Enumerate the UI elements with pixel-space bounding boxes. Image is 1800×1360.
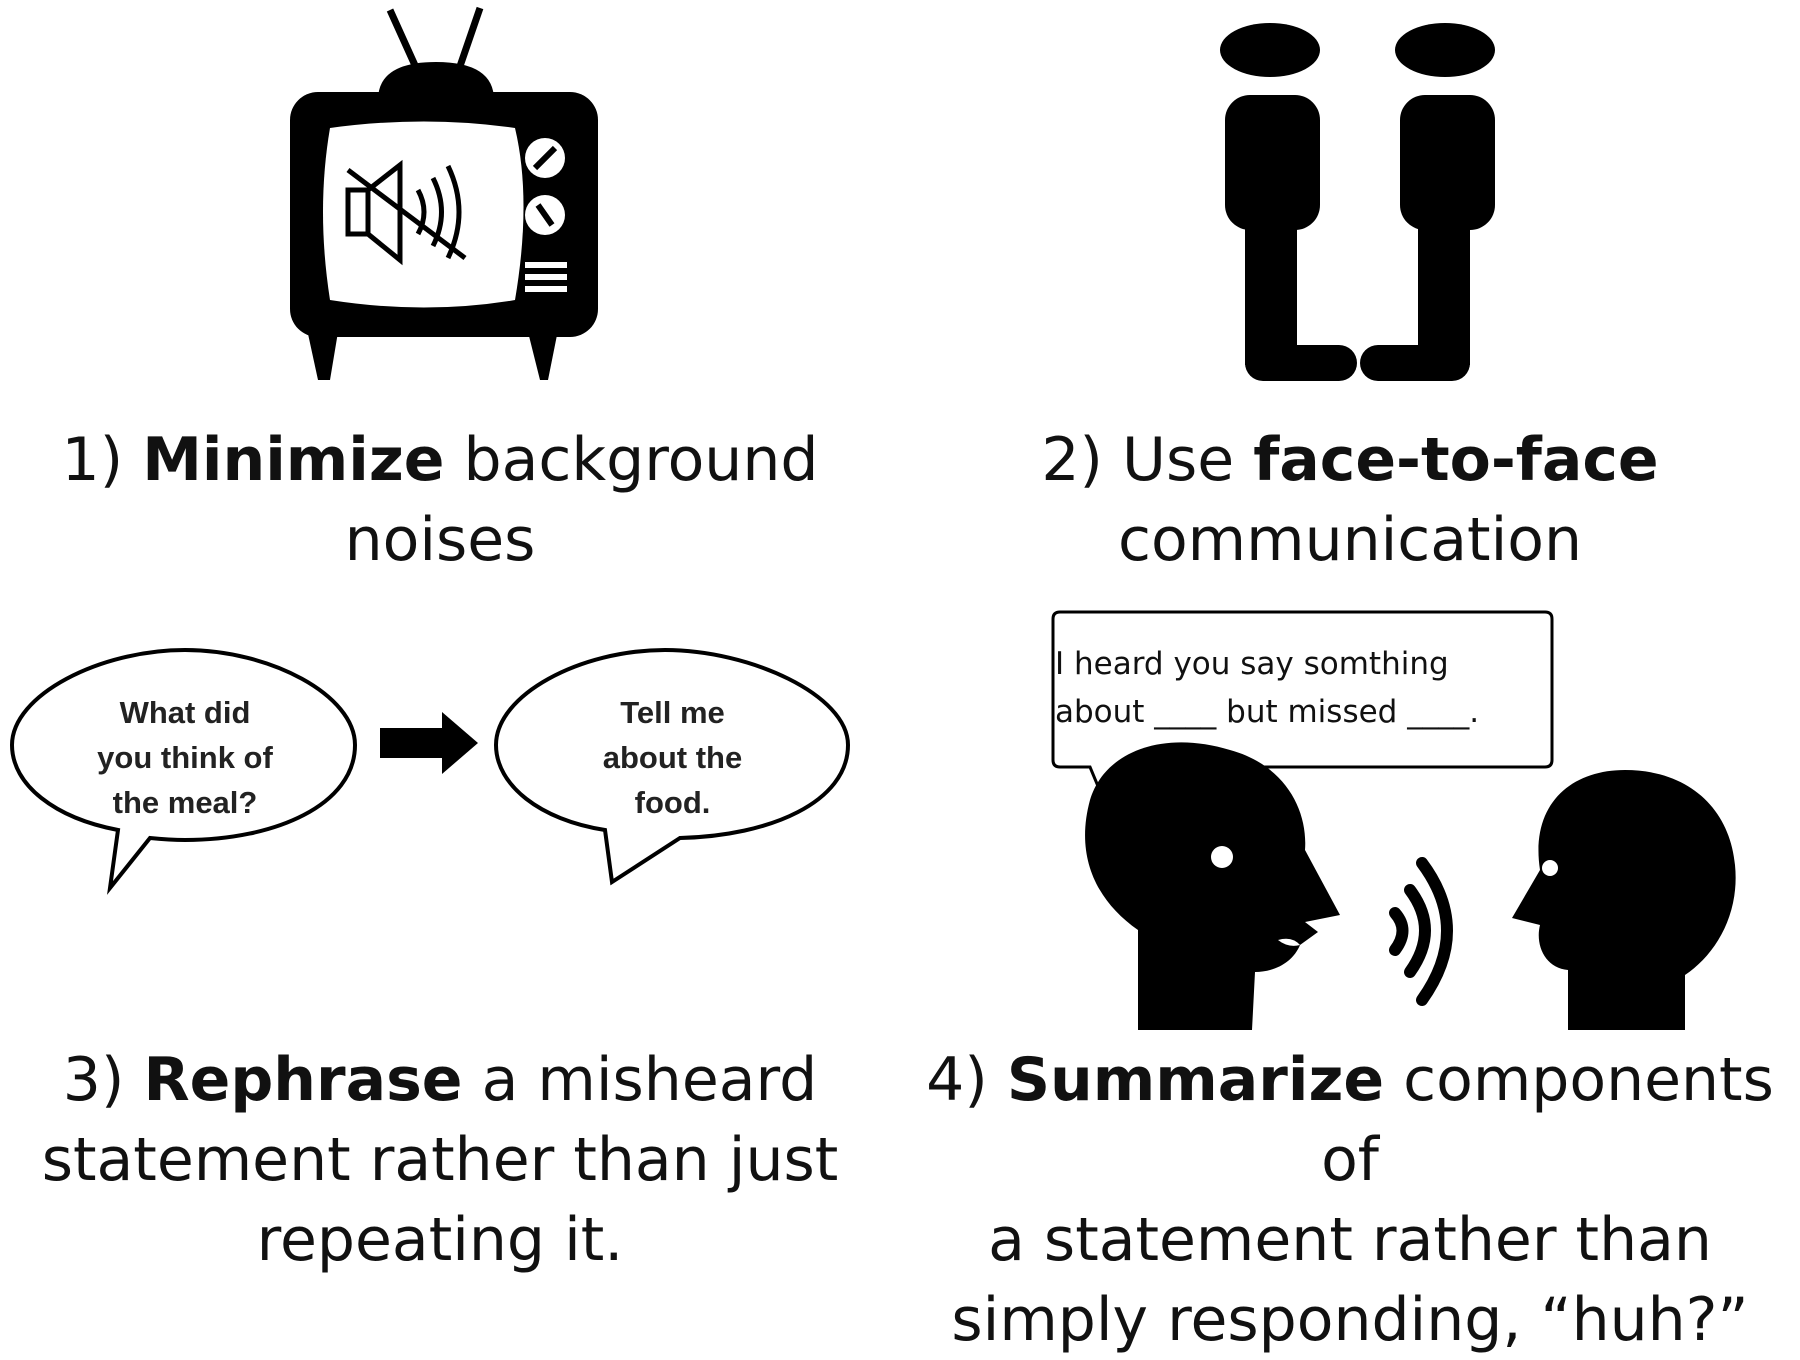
bubble-right-line: about the bbox=[602, 740, 743, 775]
caption-2: 2) Use face-to-face communication bbox=[900, 420, 1800, 580]
caption-3: 3) Rephrase a misheard statement rather … bbox=[0, 1040, 880, 1280]
caption-1-line-1: 1) Minimize background bbox=[61, 425, 819, 495]
caption-4-line-1: 4) Summarize components of bbox=[926, 1045, 1774, 1195]
caption-4-line-3: simply responding, “huh?” bbox=[951, 1285, 1749, 1355]
caption-3-line-2: statement rather than just bbox=[41, 1125, 839, 1195]
speech-line: I heard you say somthing bbox=[1055, 646, 1449, 682]
caption-4-bold: Summarize bbox=[1006, 1045, 1385, 1115]
caption-2-line-1: 2) Use face-to-face bbox=[1041, 425, 1659, 495]
bubble-left-text: What did you think of the meal? bbox=[55, 690, 315, 825]
bubble-right-text: Tell me about the food. bbox=[540, 690, 805, 825]
caption-3-line-1: 3) Rephrase a misheard bbox=[62, 1045, 818, 1115]
caption-3-bold: Rephrase bbox=[143, 1045, 463, 1115]
two-people-facing-icon bbox=[1220, 23, 1495, 381]
speech-box-text: I heard you say somthing about ____ but … bbox=[1055, 640, 1545, 736]
two-heads-talking-icon bbox=[1051, 610, 1736, 1030]
bubble-right-line: food. bbox=[634, 785, 711, 820]
caption-4-line-2: a statement rather than bbox=[988, 1205, 1712, 1275]
bubble-left-line: What did bbox=[119, 695, 251, 730]
speech-line: about ____ but missed ____. bbox=[1055, 694, 1480, 730]
muted-tv-icon bbox=[290, 6, 598, 380]
caption-1-line-2: noises bbox=[344, 505, 536, 575]
caption-1: 1) Minimize background noises bbox=[0, 420, 880, 580]
bubble-left-line: the meal? bbox=[112, 785, 258, 820]
caption-2-bold: face-to-face bbox=[1253, 425, 1659, 495]
panel-rephrase: What did you think of the meal? Tell me … bbox=[0, 620, 880, 1280]
caption-2-line-2: communication bbox=[1117, 505, 1582, 575]
caption-4: 4) Summarize components of a statement r… bbox=[900, 1040, 1800, 1360]
panel-minimize-noise: 1) Minimize background noises bbox=[0, 0, 880, 580]
panel-face-to-face: 2) Use face-to-face communication bbox=[900, 0, 1800, 580]
bubble-right-line: Tell me bbox=[620, 695, 725, 730]
panel-summarize: I heard you say somthing about ____ but … bbox=[900, 600, 1800, 1355]
bubble-left-line: you think of bbox=[97, 740, 273, 775]
caption-3-line-3: repeating it. bbox=[256, 1205, 624, 1275]
caption-1-bold: Minimize bbox=[142, 425, 445, 495]
speech-bubbles-arrow-icon bbox=[9, 647, 851, 895]
